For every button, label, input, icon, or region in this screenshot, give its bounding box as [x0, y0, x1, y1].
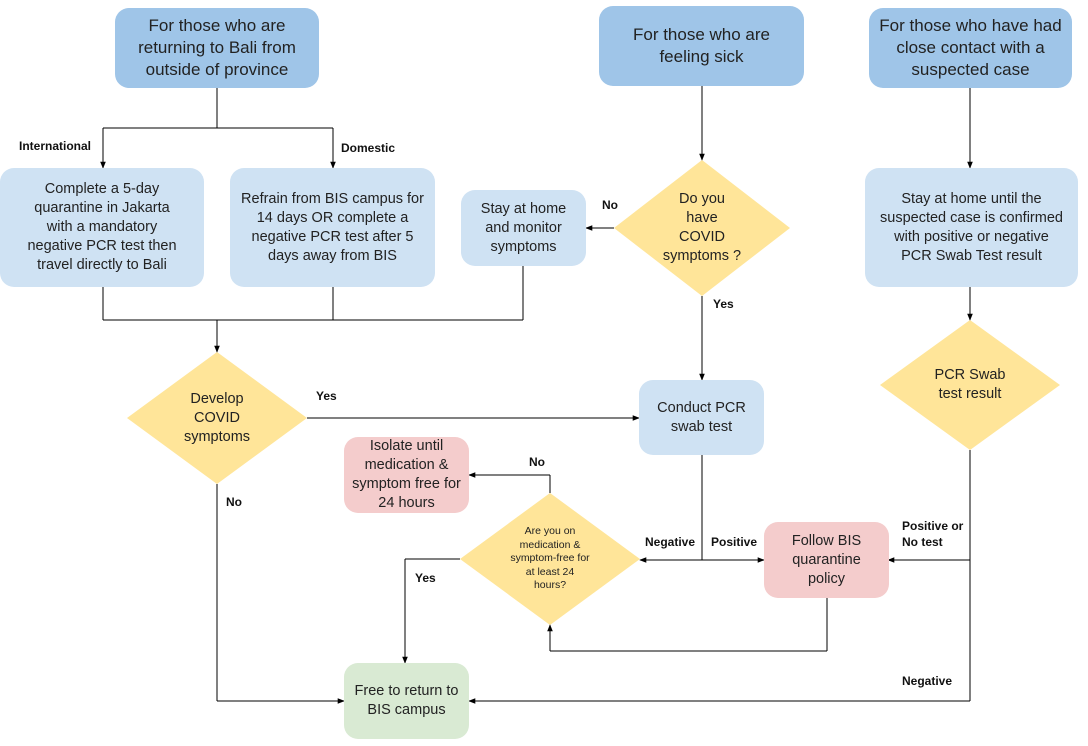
on-medication-label: Are you on medication & symptom-free for… — [510, 510, 590, 608]
decision-have-symptoms — [614, 160, 790, 296]
stay-monitor-text: Stay at home and monitor symptoms — [480, 200, 567, 255]
connectors — [100, 86, 973, 704]
start-sick-node: For those who are feeling sick — [599, 6, 804, 86]
have-symptoms-text: Do you have COVID symptoms ? — [662, 191, 742, 264]
edge-label-med-yes: Yes — [415, 571, 436, 585]
edge-label-negative: Negative — [645, 535, 696, 549]
start-sick-text: For those who are feeling sick — [632, 25, 770, 66]
intl-quarantine-text: Complete a 5-day quarantine in Jakarta w… — [27, 181, 177, 273]
conduct-pcr-text: Conduct PCR swab test — [657, 399, 746, 435]
edge-label-domestic: Domestic — [341, 141, 396, 155]
isolate-node: Isolate until medication & symptom free … — [344, 437, 469, 513]
edge-label-no-symptoms: No — [602, 198, 618, 212]
develop-symptoms-label: Develop COVID symptoms — [172, 378, 262, 458]
stay-until-node: Stay at home until the suspected case is… — [865, 168, 1078, 287]
stay-until-text: Stay at home until the suspected case is… — [880, 190, 1063, 264]
edge-label-contact-negative: Negative — [902, 674, 953, 688]
pcr-result-text: PCR Swab test result — [934, 367, 1006, 402]
start-returning-node: For those who are returning to Bali from… — [115, 8, 319, 88]
edge-label-yes-symptoms: Yes — [713, 297, 734, 311]
edge-label-positive: Positive — [711, 535, 758, 549]
free-return-text: Free to return to BIS campus — [354, 683, 459, 718]
edge-label-med-no: No — [529, 455, 545, 469]
domestic-refrain-node: Refrain from BIS campus for 14 days OR c… — [230, 168, 435, 287]
decision-on-medication — [460, 493, 640, 625]
isolate-text: Isolate until medication & symptom free … — [352, 438, 461, 511]
start-contact-node: For those who have had close contact wit… — [869, 8, 1072, 88]
stay-monitor-node: Stay at home and monitor symptoms — [461, 190, 586, 266]
start-contact-text: For those who have had close contact wit… — [879, 16, 1062, 79]
have-symptoms-label: Do you have COVID symptoms ? — [662, 178, 742, 278]
edge-label-develop-no: No — [226, 495, 242, 509]
edge-label-international: International — [19, 139, 92, 153]
pcr-result-label: PCR Swab test result — [925, 355, 1015, 415]
conduct-pcr-node: Conduct PCR swab test — [639, 380, 764, 455]
intl-quarantine-node: Complete a 5-day quarantine in Jakarta w… — [0, 168, 204, 287]
on-medication-text: Are you on medication & symptom-free for… — [510, 525, 590, 592]
decision-develop-symptoms — [127, 352, 307, 484]
follow-policy-node: Follow BIS quarantine policy — [764, 522, 889, 598]
domestic-refrain-text: Refrain from BIS campus for 14 days OR c… — [241, 190, 424, 264]
start-returning-text: For those who are returning to Bali from… — [138, 16, 296, 79]
free-return-node: Free to return to BIS campus — [344, 663, 469, 739]
decision-pcr-result — [880, 320, 1060, 450]
follow-policy-text: Follow BIS quarantine policy — [791, 532, 862, 587]
edge-label-positive-or-no-test: Positive or No test — [902, 519, 964, 549]
develop-symptoms-text: Develop COVID symptoms — [183, 390, 251, 445]
edge-label-develop-yes: Yes — [316, 389, 337, 403]
